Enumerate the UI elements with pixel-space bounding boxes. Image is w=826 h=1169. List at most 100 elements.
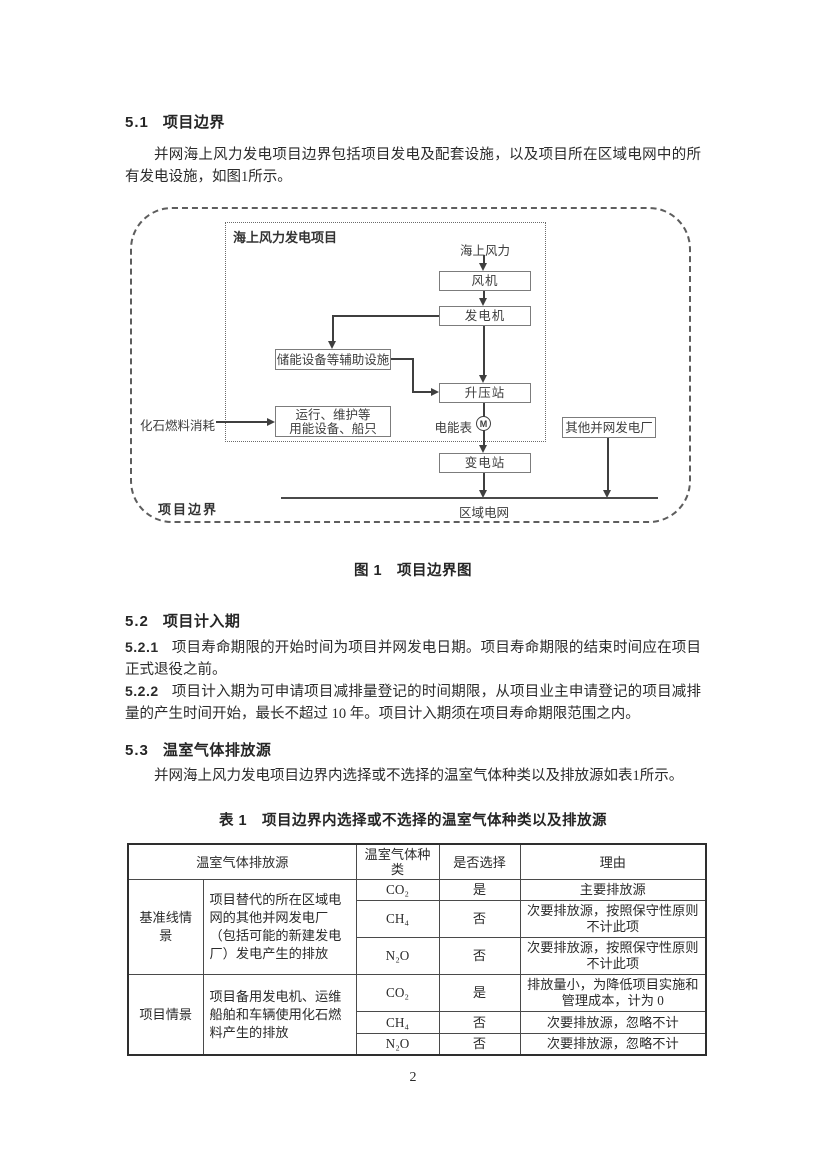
heading-5-3-number: 5.3 [125,742,149,759]
paragraph-5-2-1-number: 5.2.1 [125,639,159,655]
paragraph-5-3: 并网海上风力发电项目边界内选择或不选择的温室气体种类以及排放源如表1所示。 [154,768,684,784]
node-storage-label: 储能设备等辅助设施 [276,352,390,367]
cell-gas: CH₄ [355,1011,440,1034]
arrowhead-substation-grid [479,490,487,498]
cell-selected: 否 [438,1011,521,1034]
regional-grid-label: 区域电网 [458,506,509,520]
heading-5-1-title: 项目边界 [162,114,225,131]
heading-5-3-title: 温室气体排放源 [162,742,272,759]
offshore-project-label: 海上风力发电项目 [233,230,338,245]
cell-reason: 次要排放源，忽略不计 [519,1033,707,1056]
cell-gas: CH₄ [355,900,440,938]
arrowhead-generator-storage [328,341,336,349]
node-turbine-label: 风机 [471,274,499,288]
header-selected: 是否选择 [438,843,521,880]
meter-symbol: M [479,418,488,429]
page-number: 2 [409,1070,417,1085]
table-ghg-sources: 温室气体排放源 温室气体种类 是否选择 理由 基准线情景 项目替代的所在区域电网… [127,843,707,1056]
heading-5-2-number: 5.2 [125,613,149,630]
project-boundary-outline [130,207,691,523]
node-generator-label: 发电机 [464,309,506,323]
project-boundary-label: 项目边界 [158,502,219,517]
connector-wind-turbine [483,255,485,264]
cell-reason: 排放量小，为降低项目实施和管理成本，计为 0 [519,974,707,1012]
table-caption: 表 1 项目边界内选择或不选择的温室气体种类以及排放源 [218,813,608,829]
arrowhead-other-plant-grid [603,490,611,498]
node-other-plant-label: 其他并网发电厂 [565,420,653,435]
offshore-project-outline [225,222,546,442]
group-project-desc: 项目备用发电机、运维船舶和车辆使用化石燃料产生的排放 [202,974,357,1056]
node-booster-label: 升压站 [464,386,506,400]
connector-other-plant-grid [607,438,609,491]
connector-storage-booster-h2 [412,391,432,393]
regional-grid-line [281,497,658,499]
meter-icon: M [476,416,491,431]
paragraph-5-2-1-text: 项目寿命期限的开始时间为项目并网发电日期。项目寿命期限的结束时间应在项目正式退役… [125,640,701,678]
table-row: 基准线情景 项目替代的所在区域电网的其他并网发电厂（包括可能的新建发电厂）发电产… [127,879,707,975]
connector-fossil-ops [216,421,268,423]
connector-turbine-generator [483,291,485,299]
connector-generator-booster [483,326,485,376]
arrowhead-booster-substation [479,445,487,453]
node-turbine-box: 风机 [439,271,531,291]
arrowhead-generator-booster [479,375,487,383]
node-storage-box: 储能设备等辅助设施 [275,349,391,370]
heading-5-2: 5.2 项目计入期 [125,610,705,631]
cell-selected: 是 [438,879,521,901]
cell-reason: 次要排放源，按照保守性原则不计此项 [519,937,707,975]
node-booster-box: 升压站 [439,383,531,403]
figure-caption: 图 1 项目边界图 [353,563,473,579]
node-ops-label-line1: 运行、维护等 [295,407,371,422]
group-baseline-label: 基准线情景 [127,879,204,975]
arrowhead-fossil-ops [267,417,275,426]
connector-storage-booster-v [412,358,414,393]
table-row: N₂O 否 次要排放源，按照保守性原则不计此项 [128,937,707,975]
cell-reason: 主要排放源 [519,879,707,901]
heading-5-2-title: 项目计入期 [162,613,241,630]
heading-5-1-number: 5.1 [125,114,149,131]
cell-selected: 是 [438,974,521,1012]
paragraph-5-1: 并网海上风力发电项目边界包括项目发电及配套设施，以及项目所在区域电网中的所有发电… [125,147,701,185]
node-other-plant-box: 其他并网发电厂 [562,417,656,438]
connector-generator-storage-v [332,315,334,342]
cell-reason: 次要排放源，忽略不计 [519,1011,707,1034]
header-reason: 理由 [519,843,707,880]
fossil-fuel-label: 化石燃料消耗 [140,419,216,433]
group-project-label: 项目情景 [127,974,204,1056]
cell-gas: CO₂ [355,974,440,1012]
cell-gas: N₂O [355,937,440,975]
arrowhead-wind-turbine [479,263,487,271]
connector-substation-grid [483,473,485,491]
node-ops-label-line2: 用能设备、船只 [289,421,377,436]
cell-selected: 否 [438,900,521,938]
group-baseline-desc: 项目替代的所在区域电网的其他并网发电厂（包括可能的新建发电厂）发电产生的排放 [202,879,357,975]
table-header-row: 温室气体排放源 温室气体种类 是否选择 理由 [127,843,707,880]
header-source: 温室气体排放源 [127,843,357,880]
cell-selected: 否 [438,937,521,975]
connector-generator-storage-h [332,315,439,317]
cell-selected: 否 [438,1033,521,1056]
heading-5-1: 5.1 项目边界 [125,111,705,132]
arrowhead-storage-booster [431,387,439,396]
meter-label: 电能表 [434,421,472,435]
arrowhead-turbine-generator [479,298,487,306]
paragraph-5-2-2-text: 项目计入期为可申请项目减排量登记的时间期限，从项目业主申请登记的项目减排量的产生… [125,684,701,722]
cell-reason: 次要排放源，按照保守性原则不计此项 [519,900,707,938]
table-row: N₂O 否 次要排放源，忽略不计 [128,1033,707,1056]
figure-project-boundary: 海上风力发电项目 海上风力 风机 发电机 储能设备等辅助设施 升压站 电能表 M… [130,205,695,527]
heading-5-3: 5.3 温室气体排放源 [125,739,705,760]
table-row: CH₄ 否 次要排放源，忽略不计 [128,1011,707,1034]
node-ops-box: 运行、维护等 用能设备、船只 [275,406,391,437]
cell-gas: CO₂ [355,879,440,901]
table-row: 项目情景 项目备用发电机、运维船舶和车辆使用化石燃料产生的排放 CO₂ 是 排放… [127,974,707,1056]
header-gas: 温室气体种类 [355,843,440,880]
node-substation-label: 变电站 [464,456,506,470]
connector-storage-booster-h1 [391,358,413,360]
node-wind-label: 海上风力 [459,244,510,258]
paragraph-5-2-2-number: 5.2.2 [125,683,159,699]
node-substation-box: 变电站 [439,453,531,473]
node-generator-box: 发电机 [439,306,531,326]
cell-gas: N₂O [355,1033,440,1056]
